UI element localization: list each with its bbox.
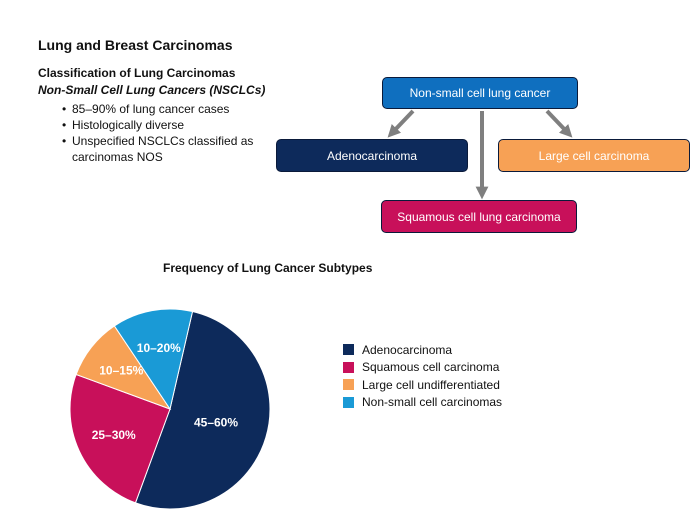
legend-item: Large cell undifferentiated [343,376,502,394]
slide-title: Lung and Breast Carcinomas [38,37,233,53]
section-subheading: Non-Small Cell Lung Cancers (NSCLCs) [38,83,266,97]
legend-item: Squamous cell carcinoma [343,359,502,377]
arrow-to-adenocarcinoma [387,109,415,138]
pie-slice-label: 10–20% [137,341,181,355]
pie-slice-label: 10–15% [99,364,143,378]
legend-item: Non-small cell carcinomas [343,394,502,412]
legend-label: Squamous cell carcinoma [362,360,500,375]
node-non-small-cell-lung-cancer: Non-small cell lung cancer [382,77,578,109]
legend-label: Non-small cell carcinomas [362,395,503,410]
pie-chart-title: Frequency of Lung Cancer Subtypes [163,261,373,275]
legend-label: Adenocarcinoma [362,342,453,357]
pie-slice-label: 25–30% [92,428,136,442]
pie-slice-label: 45–60% [194,416,238,430]
node-label: Large cell carcinoma [538,148,650,163]
pie-slice-adenocarcinoma [134,310,271,510]
legend-swatch [343,379,354,391]
bullet-list: 85–90% of lung cancer cases Histological… [62,101,262,165]
legend-swatch [343,396,354,408]
legend-swatch [343,344,354,356]
bullet-item: Histologically diverse [62,117,262,133]
node-large-cell-carcinoma: Large cell carcinoma [498,139,690,172]
pie-slice-non-small-cell [113,308,194,411]
legend-swatch [343,361,354,373]
pie-slice-squamous [69,373,171,504]
node-label: Adenocarcinoma [326,148,418,163]
node-squamous-cell-lung-carcinoma: Squamous cell lung carcinoma [381,200,577,233]
node-adenocarcinoma: Adenocarcinoma [276,139,468,172]
arrow-to-large-cell [545,109,573,138]
legend-label: Large cell undifferentiated [362,377,500,392]
node-label: Non-small cell lung cancer [409,86,551,100]
node-label: Squamous cell lung carcinoma [397,209,561,224]
bullet-item: Unspecified NSCLCs classified as carcino… [62,133,262,165]
legend-item: Adenocarcinoma [343,341,502,359]
pie-legend: Adenocarcinoma Squamous cell carcinoma L… [343,341,502,411]
pie-chart: 45–60% 25–30% 10–15% 10–20% [69,308,271,510]
section-heading: Classification of Lung Carcinomas [38,66,236,80]
bullet-item: 85–90% of lung cancer cases [62,101,262,117]
